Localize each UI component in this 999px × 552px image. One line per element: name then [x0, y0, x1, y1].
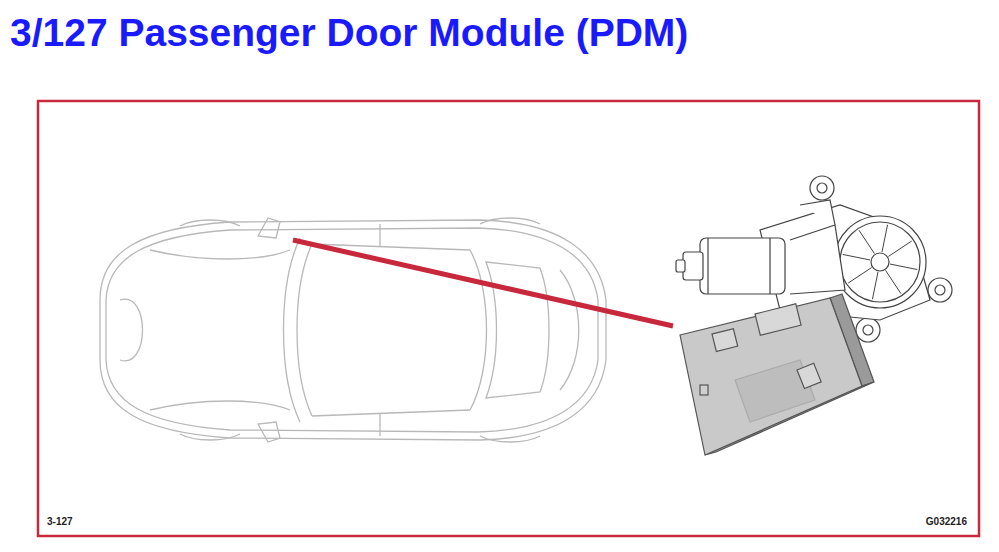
leader-line [293, 240, 673, 326]
frame-border [38, 101, 979, 536]
spoke [882, 225, 888, 252]
figure-number: G032216 [926, 516, 967, 528]
spoke [888, 241, 911, 256]
spoke [886, 270, 901, 293]
spoke [848, 268, 871, 283]
spoke [859, 230, 874, 253]
spoke [890, 264, 917, 270]
motor-spokes [843, 225, 917, 299]
spoke [843, 254, 870, 260]
title: 3/127 Passenger Door Module (PDM) [10, 10, 688, 56]
spoke [872, 272, 878, 299]
door-module [680, 294, 874, 455]
figure-number: 3-127 [47, 516, 73, 528]
